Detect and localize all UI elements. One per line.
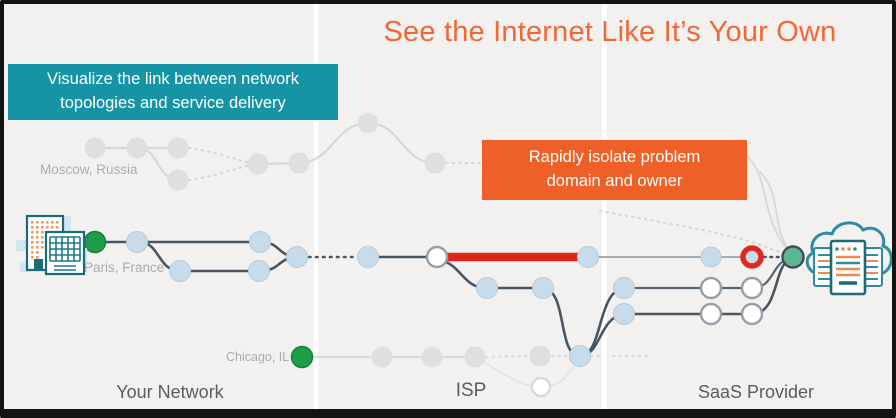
zone-divider-2 — [602, 0, 607, 418]
location-label-chicago: Chicago, IL — [226, 350, 290, 364]
zone-divider-1 — [314, 0, 318, 418]
zone-label-your-network: Your Network — [116, 382, 224, 402]
zone-label-isp: ISP — [455, 380, 487, 401]
white-node — [531, 377, 551, 397]
enterprise-building-icon — [16, 214, 87, 276]
chicago-origin-node — [290, 345, 314, 369]
moscow-route-nodes — [84, 113, 446, 191]
chicago-route-nodes — [290, 345, 551, 397]
main-route-nodes — [83, 230, 805, 367]
callout-problem-banner: Rapidly isolate problem domain and owner — [482, 140, 747, 200]
server-stack — [813, 239, 883, 296]
alert-node — [740, 245, 764, 269]
callout-topology-text: Visualize the link between network topol… — [47, 70, 299, 112]
saas-cloud-servers-icon — [805, 221, 893, 296]
zone-label-saas-provider: SaaS Provider — [697, 382, 815, 402]
location-label-paris: Paris, France — [84, 260, 165, 275]
callout-topology-banner: Visualize the link between network topol… — [8, 64, 338, 120]
paris-origin-node — [83, 230, 107, 254]
page-title: See the Internet Like It’s Your Own — [383, 16, 837, 48]
location-label-moscow: Moscow, Russia — [40, 162, 138, 177]
saas-endpoint-node — [781, 245, 805, 269]
white-node-isp-ingress — [425, 245, 449, 269]
callout-problem-text: Rapidly isolate problem domain and owner — [528, 148, 701, 190]
